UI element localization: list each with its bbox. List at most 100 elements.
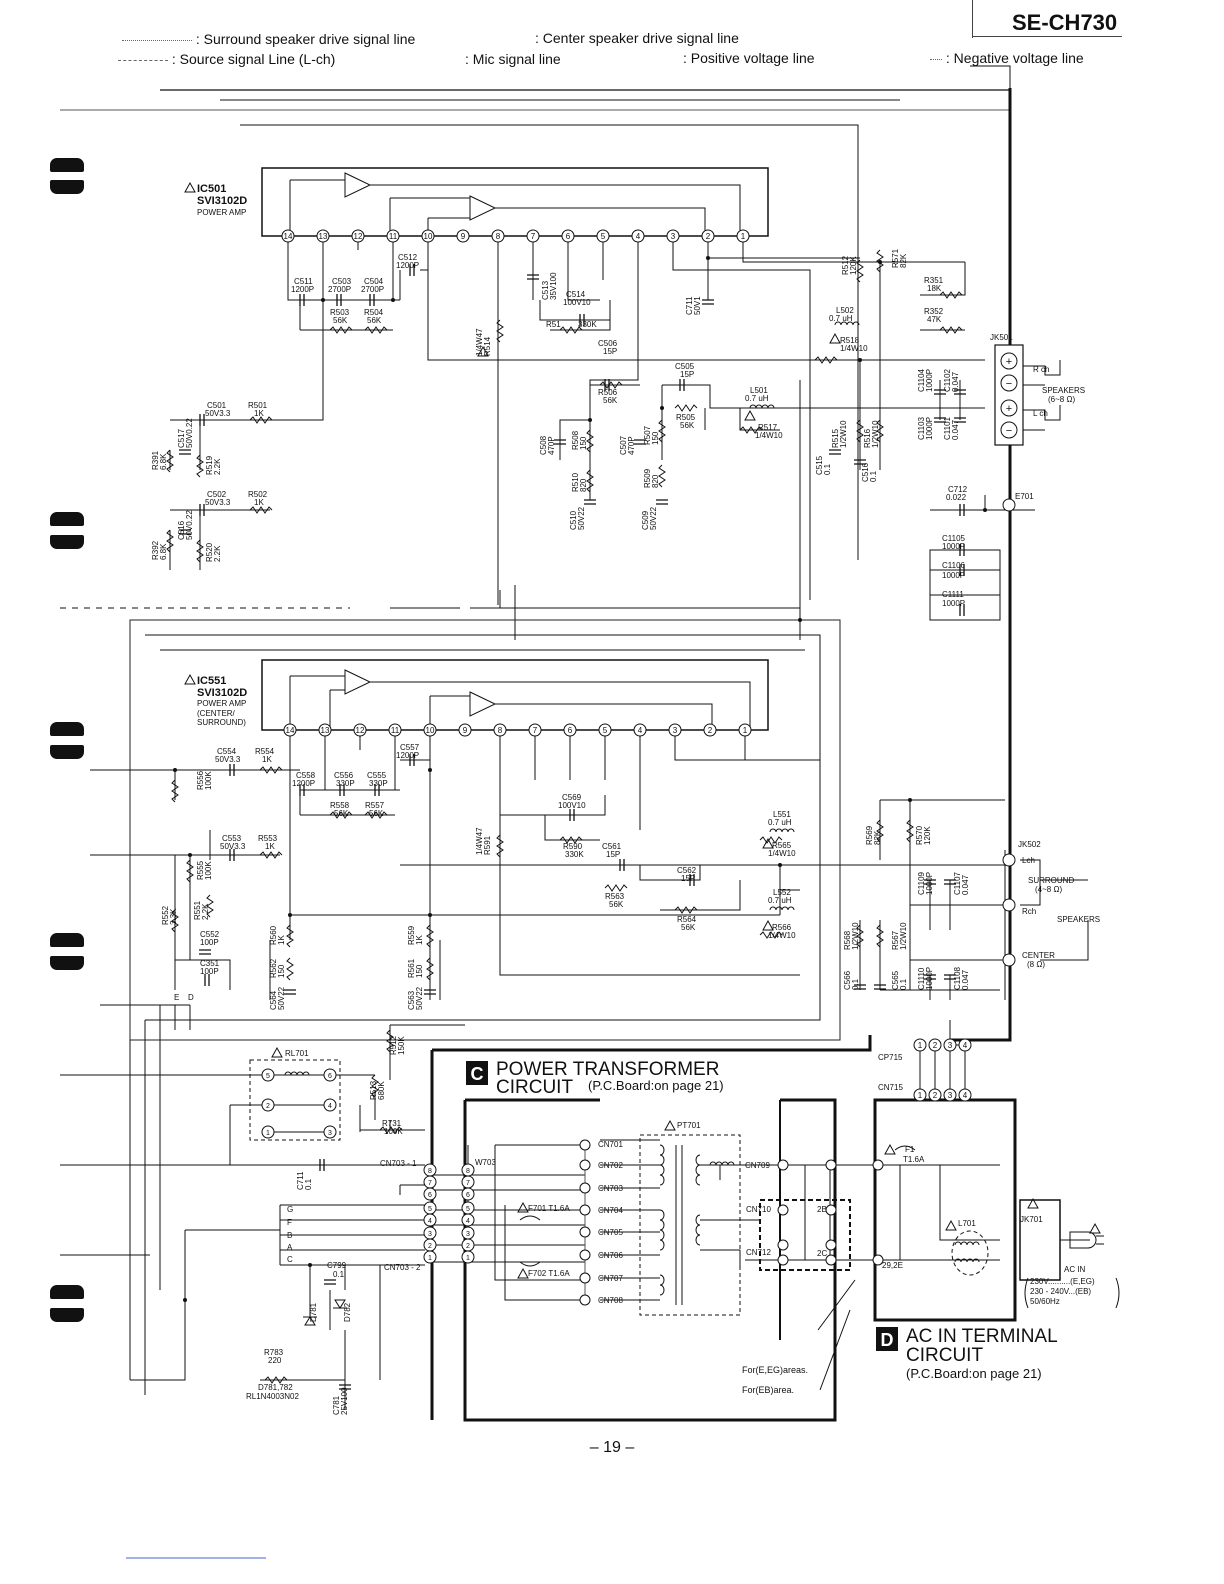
binder-hole-2	[50, 512, 84, 526]
component-ref: C557	[400, 743, 420, 752]
component-value: 0.047	[961, 874, 970, 895]
component-value: 15P	[681, 874, 695, 883]
component-ref: R392	[151, 540, 160, 560]
pin-number: 14	[284, 232, 293, 241]
component-ref: C554	[217, 747, 237, 756]
e701-label: E701	[1015, 492, 1034, 501]
component-value: 0.047	[951, 419, 960, 440]
component-value: 15P	[680, 370, 694, 379]
component-value: 15P	[603, 347, 617, 356]
component-value: 0.7 uH	[745, 394, 769, 403]
jack-rch: Rch	[1022, 907, 1036, 916]
component-ref: R503	[330, 308, 350, 317]
pin-number: 4	[636, 232, 641, 241]
component-ref: C516	[177, 520, 186, 540]
component-ref: R352	[924, 307, 944, 316]
component-ref: R517	[758, 423, 778, 432]
connector-label: CN707	[598, 1274, 623, 1283]
component-value: 100V10	[558, 801, 586, 810]
component-value: 0.047	[951, 371, 960, 392]
component-ref: R520	[205, 542, 214, 562]
legend-text: Negative voltage line	[953, 50, 1084, 66]
component-value: 1200P	[292, 779, 315, 788]
component-ref: R506	[598, 388, 618, 397]
svg-text:6: 6	[328, 1073, 332, 1080]
component-ref: C351	[200, 959, 220, 968]
cn710-label: CN710	[746, 1205, 771, 1214]
component-value: 0.1	[333, 1270, 345, 1279]
component-value: 1000P	[925, 369, 934, 392]
w703-label: W703	[475, 1158, 496, 1167]
acin-tag-box	[876, 1327, 898, 1351]
component-ref: R570	[915, 825, 924, 845]
component-value: 50V3.3	[205, 498, 231, 507]
component-value: 150K	[397, 1036, 406, 1055]
binder-hole-1b	[50, 180, 84, 194]
component-value: 100K	[384, 1127, 403, 1136]
legend-source: : Source signal Line (L-ch)	[118, 51, 335, 67]
cn709-label: CN709	[745, 1161, 770, 1170]
pin-number: 3	[671, 232, 676, 241]
component-ref: C517	[177, 428, 186, 448]
component-value: 820	[579, 478, 588, 492]
diodes-part: RL1N4003N02	[246, 1392, 299, 1401]
ic501-desc: POWER AMP	[197, 208, 246, 217]
component-ref: C514	[566, 290, 586, 299]
legend-line-dot	[930, 58, 942, 60]
component-value: 50V0.22	[185, 510, 194, 540]
connector-label: CN704	[598, 1206, 623, 1215]
legend-line-dashed	[118, 59, 168, 61]
binder-hole-3b	[50, 745, 84, 759]
component-value: 1/4W10	[768, 849, 796, 858]
l701-label: L701	[958, 1219, 976, 1228]
component-ref: C1103	[917, 416, 926, 440]
component-ref: C1108	[953, 966, 962, 990]
speakers-impedance: (6~8 Ω)	[1048, 395, 1075, 404]
acin-tag: D	[881, 1330, 894, 1350]
connector-label: CN701	[598, 1140, 623, 1149]
component-value: 1/2W10	[851, 922, 860, 950]
page-number: – 19 –	[590, 1439, 635, 1456]
volt-brackets	[1024, 1277, 1120, 1309]
component-ref: C503	[332, 277, 352, 286]
pin-number: 1	[741, 232, 746, 241]
pin-number: 8	[498, 726, 503, 735]
component-value: 0.1	[304, 1178, 313, 1190]
component-value: 0.7 uH	[768, 818, 792, 827]
cp715-pins	[913, 1038, 972, 1102]
component-ref: C508	[539, 435, 548, 455]
legend-text: Center speaker drive signal line	[542, 30, 739, 46]
power-tag: C	[471, 1064, 484, 1084]
ic551-pins	[283, 723, 752, 737]
component-value: 100P	[200, 938, 219, 947]
note-e-areas: For(E,EG)areas.	[742, 1365, 808, 1375]
diode-ref: D781	[309, 1302, 318, 1322]
component-ref: R566	[772, 923, 792, 932]
svg-text:2: 2	[466, 1243, 470, 1250]
pin-number: 12	[354, 232, 363, 241]
volt-spec-3: 50/60Hz	[1030, 1297, 1060, 1306]
component-value: 50V22	[277, 986, 286, 1010]
component-ref: C566	[843, 970, 852, 990]
ic551-part: SVI3102D	[197, 687, 247, 699]
pin-number: 9	[463, 726, 468, 735]
component-value: 0.1	[851, 978, 860, 990]
component-ref: R561	[407, 958, 416, 978]
component-ref: R391	[151, 450, 160, 470]
component-value: 1/4W10	[840, 344, 868, 353]
connector-label: CN702	[598, 1161, 623, 1170]
svg-text:−: −	[1006, 425, 1012, 437]
power-title-2: CIRCUIT	[496, 1077, 573, 1098]
component-ref: C555	[367, 771, 387, 780]
component-value: 1000P	[942, 599, 965, 608]
svg-text:3: 3	[466, 1231, 470, 1238]
component-ref: C711	[685, 296, 694, 315]
component-value: 100V10	[563, 298, 591, 307]
pin-number: 14	[286, 726, 295, 735]
ic501-pin-numbers: 14 13 12 11 10 9 8 7 6 5 4 3 2 1	[284, 232, 746, 241]
component-ref: R51	[546, 320, 561, 329]
binder-hole-1	[50, 158, 84, 172]
component-ref: C1107	[953, 871, 962, 895]
fuse-f701: F701 T1.6A	[528, 1204, 570, 1213]
svg-text:1: 1	[428, 1255, 432, 1262]
